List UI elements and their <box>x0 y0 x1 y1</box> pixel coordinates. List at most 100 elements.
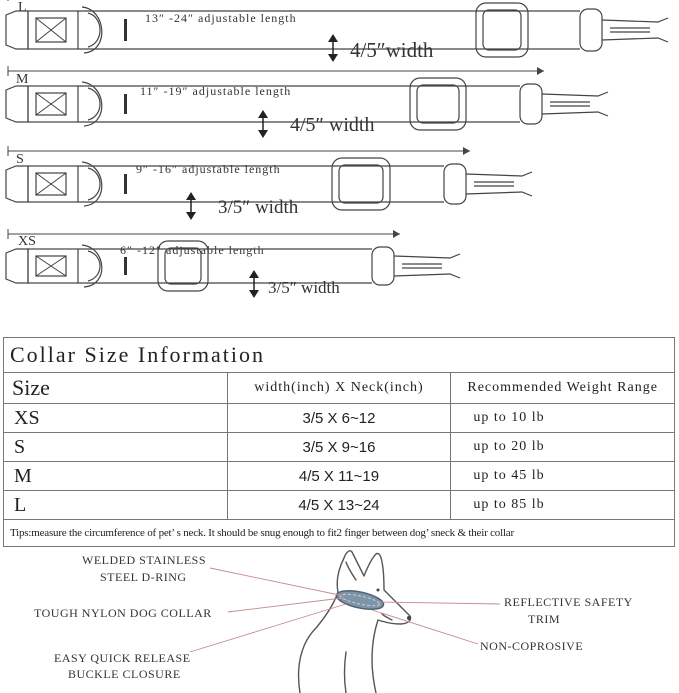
table-title: Collar Size Information <box>3 337 675 373</box>
row-size: XS <box>3 403 228 433</box>
male-buckle-base <box>371 246 395 286</box>
slider-ring-inner <box>164 247 202 285</box>
length-arrowhead <box>537 67 544 75</box>
size-letter: M <box>16 72 29 87</box>
width-arrowhead-up <box>249 270 259 278</box>
male-buckle-center <box>610 27 650 33</box>
male-buckle-center <box>402 263 442 269</box>
length-arrowhead <box>393 230 400 238</box>
male-buckle-base <box>519 83 543 125</box>
label-buckle-line1: EASY QUICK RELEASE <box>54 651 191 665</box>
label-buckle-line2: BUCKLE CLOSURE <box>68 667 181 681</box>
dog-ear-inner <box>345 561 357 581</box>
header-size: Size <box>3 372 228 404</box>
strap-stitch <box>124 94 127 114</box>
buckle-end <box>5 85 29 123</box>
buckle-end <box>5 165 29 203</box>
buckle-window <box>35 255 67 277</box>
slider-ring-inner <box>416 84 460 124</box>
male-buckle-prongs <box>541 91 609 117</box>
dog-collar <box>335 589 385 611</box>
male-buckle-base <box>443 163 467 205</box>
male-buckle-prongs <box>601 17 669 43</box>
buckle-window <box>35 92 67 116</box>
buckle-window <box>35 17 67 43</box>
d-ring <box>81 81 103 127</box>
buckle-housing <box>27 85 79 123</box>
row-width: 3/5 X 6~12 <box>226 403 452 433</box>
male-buckle-center <box>474 181 514 187</box>
size-letter: S <box>16 152 24 167</box>
length-arrowhead <box>463 147 470 155</box>
table-row: S 3/5 X 9~16 up to 20 lb <box>3 432 675 462</box>
header-width: width(inch) X Neck(inch) <box>226 372 452 404</box>
dog-feature-diagram: WELDED STAINLESS STEEL D-RING TOUGH NYLO… <box>34 550 633 693</box>
buckle-housing <box>27 248 79 284</box>
size-letter: XS <box>18 234 36 249</box>
row-weight: up to 20 lb <box>450 432 675 462</box>
buckle-end <box>5 10 29 50</box>
d-ring-inner <box>87 12 101 48</box>
strap-stitch <box>124 19 127 41</box>
table-row: XS 3/5 X 6~12 up to 10 lb <box>3 403 675 433</box>
row-width: 4/5 X 13~24 <box>226 490 452 520</box>
length-label: 9″ -16″ adjustable length <box>136 162 281 176</box>
pointer-reflective <box>379 601 501 605</box>
label-non-corrosive: NON-COPROSIVE <box>480 639 583 653</box>
male-buckle-prongs <box>465 171 533 197</box>
width-arrowhead-down <box>328 54 338 62</box>
male-buckle-center <box>550 101 590 107</box>
d-ring-inner <box>87 167 101 201</box>
d-ring-inner <box>87 250 101 282</box>
dog-nose <box>407 616 411 620</box>
width-arrowhead-down <box>186 212 196 220</box>
d-ring <box>81 244 103 288</box>
slider-ring <box>157 240 209 292</box>
table-row: L 4/5 X 13~24 up to 85 lb <box>3 490 675 520</box>
width-label: 4/5″width <box>350 38 434 62</box>
width-label: 4/5″ width <box>290 114 374 136</box>
pointer-buckle <box>189 603 347 653</box>
row-weight: up to 10 lb <box>450 403 675 433</box>
slider-ring <box>409 77 467 131</box>
table-row: M 4/5 X 11~19 up to 45 lb <box>3 461 675 491</box>
length-label: 13″ -24″ adjustable length <box>145 11 297 25</box>
label-d-ring-line1: WELDED STAINLESS <box>82 553 206 567</box>
width-arrowhead-up <box>328 34 338 42</box>
buckle-cross <box>35 255 67 277</box>
male-buckle-base <box>579 8 603 52</box>
buckle-housing <box>27 165 79 203</box>
dog-outline <box>297 550 412 693</box>
label-reflective-line2: TRIM <box>528 612 560 626</box>
width-arrowhead-down <box>249 290 259 298</box>
collar-size-table: Collar Size Information Size width(inch)… <box>3 337 675 547</box>
row-weight: up to 85 lb <box>450 490 675 520</box>
label-reflective-line1: REFLECTIVE SAFETY <box>504 595 633 609</box>
dog-eye <box>376 588 380 592</box>
dog-mouth <box>381 613 393 621</box>
width-arrowhead-down <box>258 130 268 138</box>
size-letter: L <box>18 0 27 15</box>
width-label: 3/5″ width <box>218 197 299 218</box>
slider-ring <box>475 2 529 58</box>
buckle-cross <box>35 17 67 43</box>
row-weight: up to 45 lb <box>450 461 675 491</box>
row-size: S <box>3 432 228 462</box>
buckle-housing <box>27 10 79 50</box>
label-d-ring-line2: STEEL D-RING <box>100 570 187 584</box>
row-width: 4/5 X 11~19 <box>226 461 452 491</box>
dog-leg <box>343 651 347 693</box>
strap-stitch <box>124 174 127 194</box>
d-ring <box>81 6 103 54</box>
length-label: 6″ -12″ adjustable length <box>120 243 265 257</box>
collar-l: L 13″ -24″ adjustable length 4/5″width <box>5 0 669 62</box>
buckle-window <box>35 172 67 196</box>
sizing-tips: Tips:measure the circumference of pet’ s… <box>3 519 675 547</box>
strap-stitch <box>124 257 127 275</box>
slider-ring-inner <box>482 9 522 51</box>
collar-size-diagram: L 13″ -24″ adjustable length 4/5″widthM11″… <box>5 0 669 298</box>
slider-ring <box>331 157 391 211</box>
d-ring-inner <box>87 87 101 121</box>
